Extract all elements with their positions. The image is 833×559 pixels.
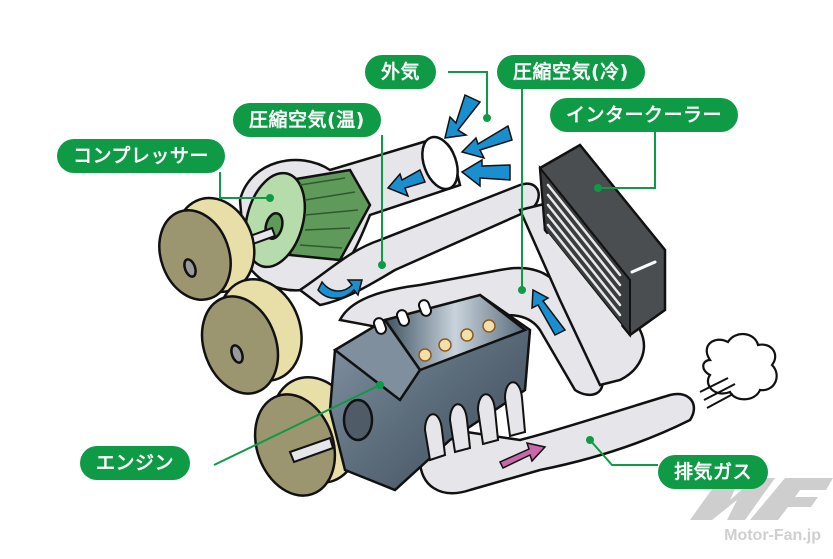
- warm-air-arrow: [317, 279, 363, 299]
- compressed-air-pipe-warm: [297, 182, 540, 307]
- leader-outside-air: [448, 71, 488, 118]
- leader-engine: [213, 384, 381, 466]
- leader-exhaust-gas: [589, 439, 658, 466]
- outside-air-arrows: [386, 93, 513, 198]
- leader-lines: [213, 71, 658, 466]
- intake-mouth: [421, 135, 459, 191]
- gear-top: [158, 196, 256, 302]
- watermark-text: Motor-Fan.jp: [724, 527, 821, 544]
- label-intercooler: インタークーラー: [550, 98, 739, 132]
- engine-block: [328, 293, 532, 492]
- label-outside-air: 外気: [365, 55, 437, 89]
- leader-compressor: [219, 172, 270, 199]
- exhaust-flow-arrow: [498, 441, 547, 469]
- exhaust-pipe: [418, 392, 696, 495]
- label-compressed-air-cool: 圧縮空気(冷): [497, 55, 645, 89]
- leader-dots: [266, 114, 602, 444]
- exhaust-cloud-icon: [699, 333, 778, 409]
- label-exhaust-gas: 排気ガス: [658, 455, 769, 489]
- intake-manifold-runners: [372, 299, 433, 335]
- label-compressed-air-warm: 圧縮空気(温): [233, 103, 381, 137]
- gear-middle: [200, 278, 303, 395]
- exhaust-manifold-runners: [423, 381, 527, 462]
- compressor-rotor: [243, 168, 372, 269]
- leader-intercooler: [598, 128, 656, 189]
- label-compressor: コンプレッサー: [57, 139, 225, 173]
- label-engine: エンジン: [80, 446, 191, 480]
- intercooler-core: [538, 143, 667, 338]
- cool-air-arrow: [531, 288, 567, 336]
